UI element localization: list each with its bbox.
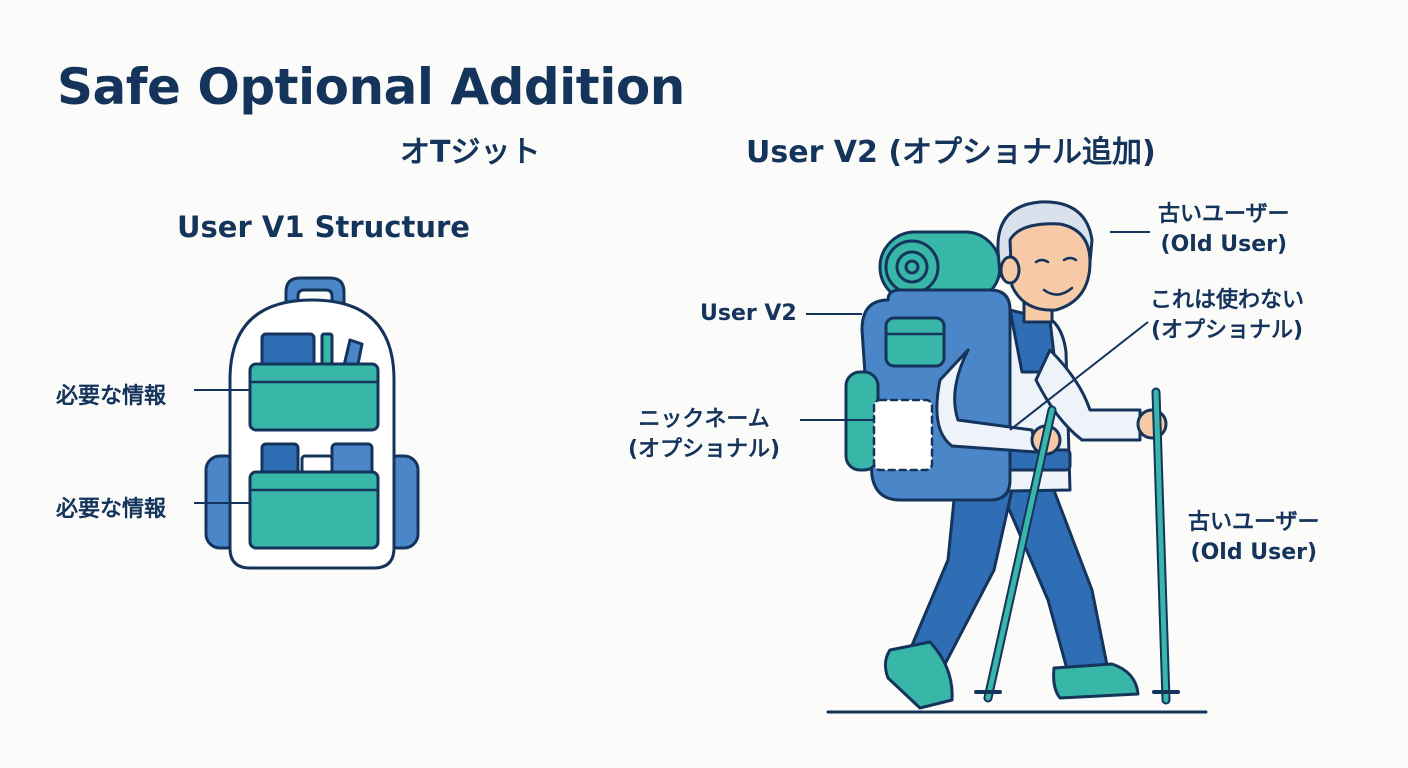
hiker-arm-back [1034, 348, 1142, 442]
hiker-shoe-front [883, 640, 954, 710]
subtitle-left: オTジット [400, 135, 541, 170]
hiker-ear [999, 255, 1021, 285]
label-old-user-bottom: 古いユーザー (Old User) [1188, 508, 1320, 568]
label-user-v2: User V2 [700, 301, 797, 326]
label-nickname-jp: ニックネーム [638, 407, 770, 432]
nickname-pocket-dashed [872, 398, 934, 472]
hiker-illustration [826, 200, 1208, 714]
backpack-pocket-bottom [248, 470, 380, 550]
hiker-smile [1042, 286, 1074, 296]
label-unused: これは使わない (オプショナル) [1150, 286, 1304, 346]
label-nickname: ニックネーム (オプショナル) [628, 405, 780, 465]
v1-structure-heading: User V1 Structure [177, 210, 470, 244]
backpack-v2-top-pocket [884, 316, 946, 368]
label-old-user-top-en: (Old User) [1160, 232, 1288, 257]
hiker-arm-front [935, 348, 1038, 454]
backpack-v1-illustration [204, 276, 420, 570]
hiker-shoe-back [1052, 662, 1140, 700]
label-old-user-top: 古いユーザー (Old User) [1158, 200, 1290, 260]
label-required-info-bottom: 必要な情報 [56, 497, 167, 522]
hiker-face [1008, 222, 1092, 312]
label-old-user-bottom-jp: 古いユーザー [1188, 510, 1320, 535]
label-nickname-opt: (オプショナル) [628, 437, 781, 462]
subtitle-right: User V2 (オプショナル追加) [746, 135, 1156, 170]
hiker-leg-front [908, 478, 1014, 668]
backpack-pocket-top [248, 362, 380, 432]
label-unused-opt: (オプショナル) [1150, 318, 1304, 343]
page-title: Safe Optional Addition [57, 58, 685, 116]
label-required-info-top: 必要な情報 [56, 384, 167, 409]
label-old-user-bottom-en: (Old User) [1190, 540, 1318, 565]
label-old-user-top-jp: 古いユーザー [1158, 202, 1290, 227]
label-unused-jp: これは使わない [1150, 288, 1305, 313]
